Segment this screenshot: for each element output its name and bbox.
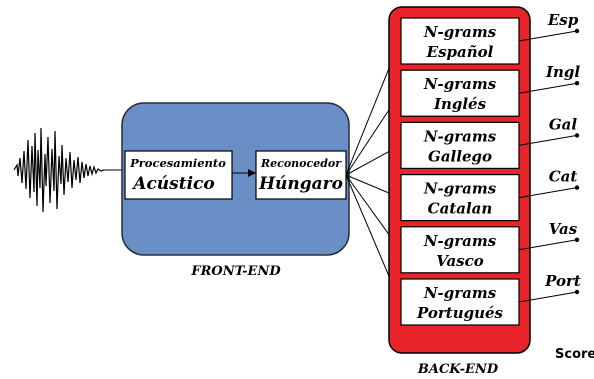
ngram-model-frame bbox=[400, 278, 520, 326]
ngram-models: N-gramsEspañolEspN-gramsInglésInglN-gram… bbox=[400, 11, 581, 326]
ngram-model-title: N-grams bbox=[423, 284, 497, 302]
ngram-model-language: Vasco bbox=[436, 252, 484, 270]
waveform-trace bbox=[13, 127, 105, 213]
front-end-label: FRONT-END bbox=[190, 264, 281, 279]
recognizer-box: Reconocedor Húngaro bbox=[255, 150, 347, 200]
ngram-model-frame bbox=[400, 121, 520, 170]
score-output-label: Gal bbox=[549, 115, 578, 133]
processing-line1: Procesamiento bbox=[129, 156, 226, 170]
ngram-model-frame bbox=[400, 174, 520, 222]
score-output-label: Esp bbox=[547, 11, 579, 29]
score-output-dot bbox=[574, 237, 580, 242]
recognizer-line1: Reconocedor bbox=[260, 157, 342, 170]
score-output-line bbox=[518, 187, 578, 199]
ngram-model-language: Portugués bbox=[416, 304, 504, 322]
ngram-model-title: N-grams bbox=[423, 127, 497, 145]
ngram-model-title: N-grams bbox=[423, 232, 497, 250]
score-output-dot bbox=[574, 28, 580, 34]
ngram-model-language: Inglés bbox=[433, 95, 487, 113]
score-output-line bbox=[518, 239, 578, 251]
ngram-model-language: Español bbox=[426, 43, 494, 61]
scores-label: Scores bbox=[555, 347, 594, 362]
score-output-line bbox=[518, 30, 578, 42]
ngram-model-frame bbox=[400, 17, 520, 65]
ngram-model-frame bbox=[400, 69, 520, 117]
ngram-model-language: Catalan bbox=[428, 200, 493, 218]
processing-box-frame bbox=[124, 150, 233, 200]
ngram-model-title: N-grams bbox=[423, 23, 497, 41]
recognizer-line2: Húngaro bbox=[258, 174, 343, 194]
processing-line2: Acústico bbox=[131, 174, 214, 194]
recognizer-box-frame bbox=[255, 150, 347, 200]
score-output-dot bbox=[574, 81, 580, 86]
score-output-label: Ingl bbox=[545, 63, 580, 81]
score-output-dot bbox=[574, 289, 580, 295]
score-output-label: Vas bbox=[549, 220, 578, 238]
ngram-model-title: N-grams bbox=[423, 180, 497, 198]
speech-waveform-icon bbox=[13, 127, 124, 213]
score-output-line bbox=[518, 82, 578, 94]
score-output-line bbox=[518, 291, 578, 303]
score-output-line bbox=[518, 134, 578, 146]
ngram-model-title: N-grams bbox=[423, 75, 497, 93]
ngram-model-language: Gallego bbox=[428, 147, 492, 165]
score-output-label: Cat bbox=[549, 168, 578, 186]
processing-box: Procesamiento Acústico bbox=[124, 150, 233, 200]
ngram-model-frame bbox=[400, 226, 520, 274]
back-end-label: BACK-END bbox=[417, 362, 499, 377]
score-output-dot bbox=[574, 185, 580, 190]
score-output-label: Port bbox=[544, 272, 581, 290]
score-output-dot bbox=[574, 133, 580, 138]
